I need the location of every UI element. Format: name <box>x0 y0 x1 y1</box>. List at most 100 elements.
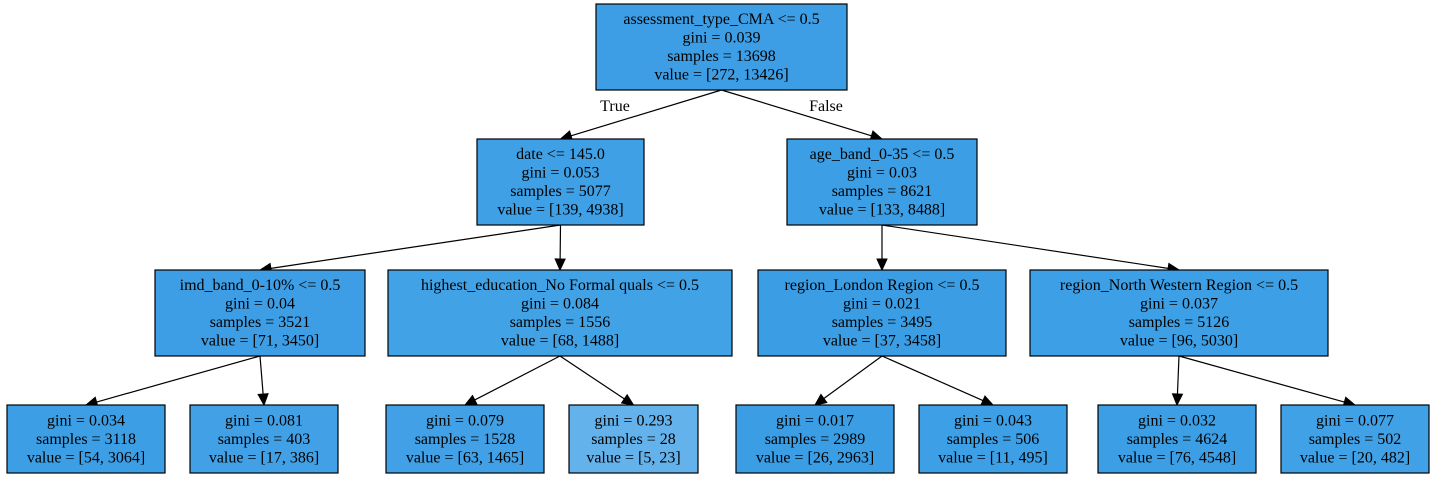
node-samples: samples = 403 <box>218 431 311 448</box>
node-box <box>154 269 366 357</box>
node-box <box>757 269 1007 357</box>
edge-line <box>474 355 561 401</box>
node-gini: gini = 0.077 <box>1316 412 1394 429</box>
node-box <box>1097 404 1257 474</box>
arrowhead <box>1171 393 1184 407</box>
node-gini: gini = 0.293 <box>595 412 673 429</box>
node-gini: gini = 0.043 <box>954 412 1032 429</box>
node-gini: gini = 0.04 <box>225 296 295 313</box>
node-gini: gini = 0.032 <box>1138 412 1216 429</box>
node-value: value = [76, 4548] <box>1118 449 1236 466</box>
split-node: imd_band_0-10% <= 0.5 gini = 0.04samples … <box>154 269 366 357</box>
edge-line <box>559 355 625 400</box>
node-box <box>385 404 545 474</box>
node-gini: gini = 0.053 <box>522 165 600 182</box>
edge-line <box>721 89 872 137</box>
node-gini: gini = 0.034 <box>47 412 125 429</box>
node-value: value = [54, 3064] <box>27 449 145 466</box>
edge-line <box>1178 355 1345 403</box>
split-node: region_North Western Region <= 0.5 gini =… <box>1029 269 1329 357</box>
tree-edge <box>257 355 269 407</box>
tree-edge: True <box>559 89 722 142</box>
node-gini: gini = 0.079 <box>426 412 504 429</box>
node-split-rule: highest_education_No Formal quals <= 0.5 <box>421 277 699 294</box>
node-split-rule: region_London Region <= 0.5 <box>785 277 980 294</box>
tree-edge: False <box>721 89 884 142</box>
tree-edge <box>463 355 561 406</box>
node-split-rule: age_band_0-35 <= 0.5 <box>810 146 955 163</box>
node-value: value = [37, 3458] <box>823 333 941 350</box>
node-value: value = [68, 1488] <box>501 333 619 350</box>
node-value: value = [5, 23] <box>586 449 680 466</box>
tree-edge <box>814 355 883 406</box>
node-box <box>387 269 733 357</box>
node-samples: samples = 3521 <box>210 314 311 331</box>
arrowhead <box>814 393 828 406</box>
edge-label-true: True <box>600 98 630 115</box>
node-box <box>786 138 978 226</box>
tree-edge <box>881 224 1181 274</box>
node-box <box>476 138 645 226</box>
node-gini: gini = 0.081 <box>225 412 303 429</box>
tree-edge <box>881 355 995 406</box>
node-samples: samples = 1528 <box>415 431 516 448</box>
split-node: region_London Region <= 0.5 gini = 0.021s… <box>757 269 1007 357</box>
node-split-rule: region_North Western Region <= 0.5 <box>1060 277 1298 294</box>
node-samples: samples = 506 <box>947 431 1040 448</box>
edge-line <box>570 89 722 137</box>
node-value: value = [11, 495] <box>938 449 1048 466</box>
node-samples: samples = 3118 <box>36 431 136 448</box>
edge-line <box>881 224 1169 269</box>
node-samples: samples = 8621 <box>832 183 933 200</box>
arrowhead <box>554 258 566 272</box>
node-box <box>189 404 339 474</box>
node-box <box>1280 404 1430 474</box>
edge-label-false: False <box>809 98 843 115</box>
edge-line <box>823 355 883 399</box>
edge-line <box>1176 355 1180 395</box>
node-value: value = [133, 8488] <box>819 202 945 219</box>
node-samples: samples = 4624 <box>1127 431 1228 448</box>
arrowhead <box>257 393 269 407</box>
node-gini: gini = 0.03 <box>847 165 917 182</box>
edge-line <box>259 355 264 395</box>
node-split-rule: imd_band_0-10% <= 0.5 <box>180 277 341 294</box>
edge-line <box>96 355 261 403</box>
node-gini: gini = 0.084 <box>521 296 599 313</box>
node-split-rule: assessment_type_CMA <= 0.5 <box>623 11 819 28</box>
node-gini: gini = 0.017 <box>776 412 854 429</box>
node-samples: samples = 1556 <box>510 314 611 331</box>
node-box <box>595 3 848 91</box>
tree-edge <box>554 224 566 272</box>
node-gini: gini = 0.021 <box>843 296 921 313</box>
node-samples: samples = 3495 <box>832 314 933 331</box>
edge-line <box>270 224 561 269</box>
split-node: highest_education_No Formal quals <= 0.5… <box>387 269 733 357</box>
node-samples: samples = 5126 <box>1129 314 1230 331</box>
tree-edge <box>84 355 261 408</box>
node-value: value = [17, 386] <box>209 449 319 466</box>
node-samples: samples = 13698 <box>667 48 776 65</box>
node-box <box>918 404 1068 474</box>
node-samples: samples = 502 <box>1309 431 1402 448</box>
tree-edge <box>559 355 635 406</box>
node-box <box>1029 269 1329 357</box>
node-samples: samples = 5077 <box>510 183 611 200</box>
node-value: value = [20, 482] <box>1300 449 1410 466</box>
arrowhead <box>620 393 635 406</box>
node-samples: samples = 2989 <box>765 431 866 448</box>
node-value: value = [139, 4938] <box>497 202 623 219</box>
node-gini: gini = 0.037 <box>1140 296 1218 313</box>
